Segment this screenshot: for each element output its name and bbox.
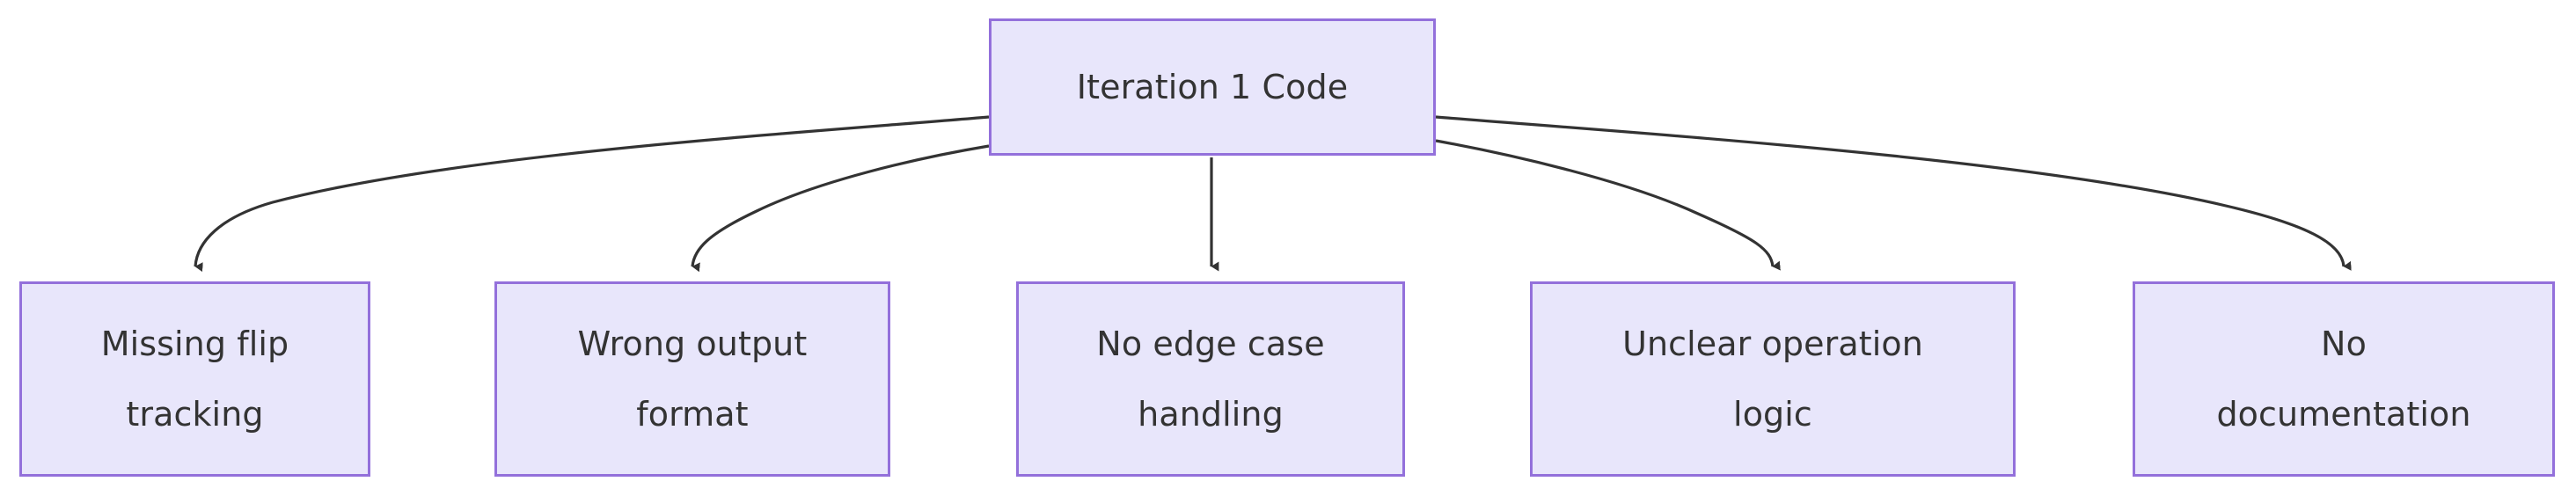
node-wrong-output-format[interactable]: Wrong output format	[494, 281, 890, 477]
node-missing-flip-tracking[interactable]: Missing flip tracking	[19, 281, 370, 477]
node-label: No edge case handling	[1096, 325, 1325, 434]
node-no-documentation[interactable]: No documentation	[2133, 281, 2555, 477]
edge-root-to-wrong-output-format	[691, 144, 990, 273]
node-iteration-1-code[interactable]: Iteration 1 Code	[989, 18, 1436, 156]
node-label: No documentation	[2216, 325, 2471, 434]
node-no-edge-case-handling[interactable]: No edge case handling	[1016, 281, 1405, 477]
node-label: Iteration 1 Code	[1076, 68, 1349, 106]
edge-root-to-unclear-operation-logic	[1435, 139, 1781, 271]
node-label: Unclear operation logic	[1622, 325, 1923, 434]
edge-root-to-missing-flip-tracking	[194, 115, 990, 273]
node-unclear-operation-logic[interactable]: Unclear operation logic	[1530, 281, 2016, 477]
node-label: Missing flip tracking	[100, 325, 289, 434]
node-label: Wrong output format	[577, 325, 808, 434]
edge-root-to-no-documentation	[1435, 115, 2352, 271]
